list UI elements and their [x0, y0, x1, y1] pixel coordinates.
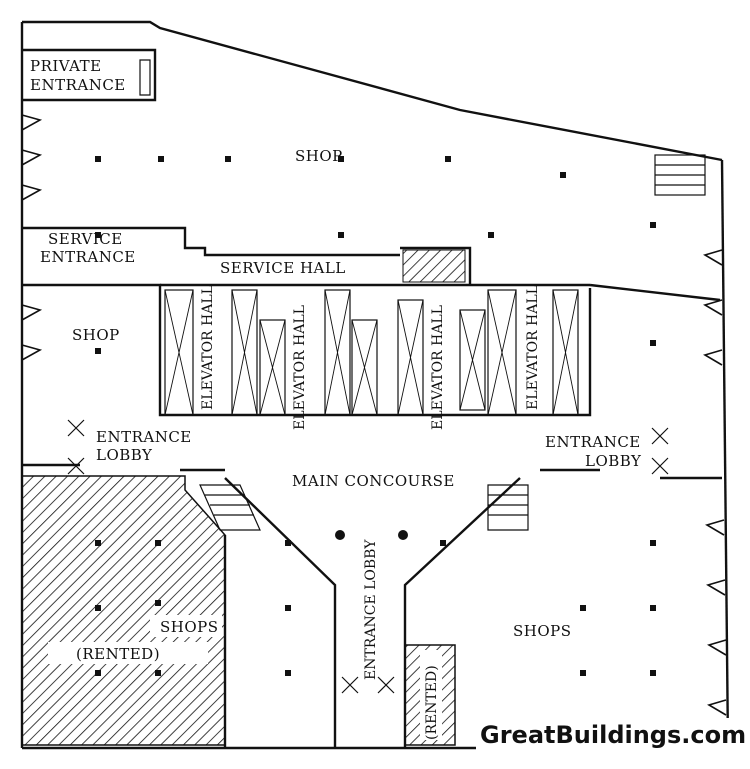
stairs-left — [199, 484, 261, 531]
shops-left-label-bg — [150, 615, 222, 637]
elevator-hall-label-3: ELEVATOR HALL — [430, 305, 446, 430]
shop-top-label: SHOP — [295, 147, 343, 165]
window-fins — [21, 114, 727, 716]
entrance-lobby-left-label-2: LOBBY — [96, 446, 153, 464]
shop-left-label: SHOP — [72, 326, 120, 344]
service-hall — [160, 246, 721, 302]
stairs-top-right — [654, 154, 706, 196]
columns — [95, 156, 656, 676]
elevator-hall-label-1: ELEVATOR HALL — [200, 285, 216, 410]
elevator-banks — [158, 288, 592, 417]
service-entrance-label-2: ENTRANCE — [40, 248, 136, 266]
private-entrance-label-1: PRIVATE — [30, 57, 102, 75]
private-entrance-room — [22, 48, 157, 102]
watermark: GreatBuildings.com — [480, 721, 746, 749]
shops-left-label: SHOPS — [160, 618, 219, 636]
entrance-lobby-right-label-2: LOBBY — [585, 452, 642, 470]
entrance-lobby-left-label-1: ENTRANCE — [96, 428, 192, 446]
watermark-bg — [476, 718, 746, 750]
shops-right-label: SHOPS — [513, 622, 572, 640]
concourse-walls — [22, 463, 722, 748]
service-entrance-label-1: SERVICE — [48, 230, 123, 248]
rented-area-left — [21, 475, 226, 746]
main-concourse-label: MAIN CONCOURSE — [292, 472, 455, 490]
service-hall-label: SERVICE HALL — [220, 259, 346, 277]
private-entrance-label-2: ENTRANCE — [30, 76, 126, 94]
stairs-right — [487, 484, 529, 531]
rented-center-label: (RENTED) — [424, 665, 440, 740]
elevator-hall-label-4: ELEVATOR HALL — [525, 285, 541, 410]
entrance-lobby-center-label: ENTRANCE LOBBY — [363, 539, 379, 680]
elevator-hall-label-2: ELEVATOR HALL — [292, 305, 308, 430]
entrance-lobby-right-label-1: ENTRANCE — [545, 433, 641, 451]
rented-left-label-bg — [48, 642, 208, 664]
rented-left-label: (RENTED) — [76, 645, 160, 663]
revolving-doors — [67, 419, 669, 694]
rented-center-label-bg — [420, 650, 442, 740]
